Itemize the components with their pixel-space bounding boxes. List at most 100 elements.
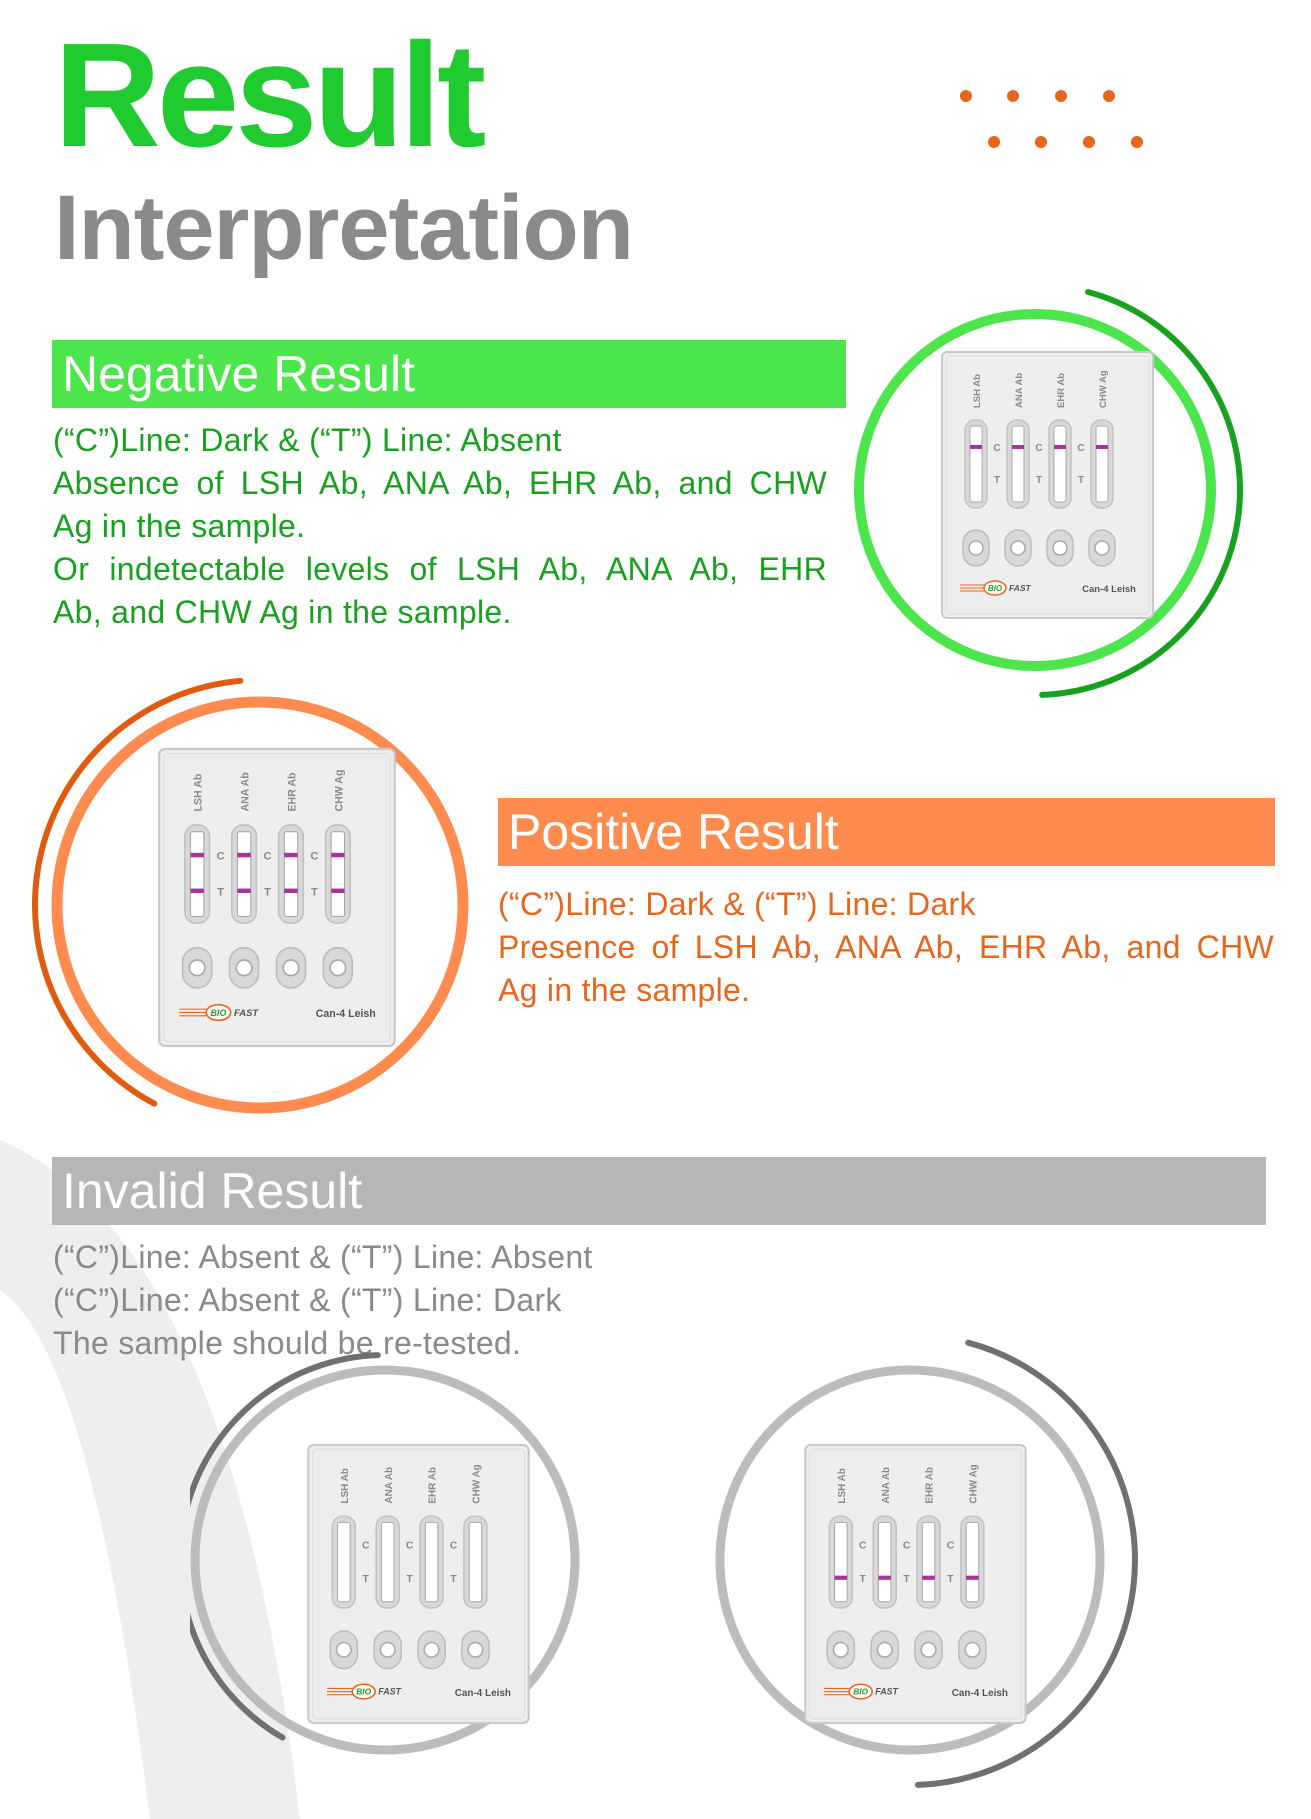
test-label: T: [406, 1574, 413, 1585]
channel-label: EHR Ab: [286, 772, 298, 812]
test-strip: [380, 1521, 395, 1603]
dot: [1055, 90, 1067, 102]
test-strip: [189, 831, 205, 918]
svg-text:FAST: FAST: [234, 1008, 259, 1019]
svg-text:BIO: BIO: [210, 1008, 226, 1018]
dot: [1035, 136, 1047, 148]
test-strip: [424, 1521, 439, 1603]
test-strip: [468, 1521, 483, 1603]
biofast-logo: BIO FAST: [179, 1003, 259, 1022]
test-label: T: [450, 1574, 457, 1585]
test-band: [922, 1575, 935, 1580]
svg-text:FAST: FAST: [378, 1687, 402, 1697]
channel-label: EHR Ab: [925, 1467, 936, 1504]
ring-arc: [32, 677, 244, 1107]
ring-circle: [51, 696, 469, 1114]
ring-circle: [190, 1365, 580, 1755]
test-strip: [330, 831, 346, 918]
channel-label: EHR Ab: [428, 1467, 439, 1504]
svg-text:FAST: FAST: [1009, 583, 1032, 593]
invalid-line: (“C”)Line: Absent & (“T”) Line: Absent: [53, 1239, 593, 1275]
test-strip: [969, 425, 983, 503]
control-band: [1096, 445, 1108, 449]
negative-line: Absence of LSH Ab, ANA Ab, EHR Ab, and C…: [53, 465, 827, 501]
ring-arc: [914, 1339, 1138, 1788]
positive-line: (“C”)Line: Dark & (“T”) Line: Dark: [498, 886, 976, 922]
control-label: C: [406, 1540, 414, 1551]
control-band: [1012, 445, 1024, 449]
positive-line: Presence of LSH Ab, ANA Ab, EHR Ab, and …: [498, 929, 1274, 965]
svg-text:BIO: BIO: [988, 584, 1003, 593]
dot: [960, 90, 972, 102]
control-band: [284, 852, 298, 858]
invalid-line: (“C”)Line: Absent & (“T”) Line: Dark: [53, 1282, 562, 1318]
svg-text:BIO: BIO: [356, 1687, 371, 1697]
test-label: T: [994, 475, 1000, 486]
control-band: [331, 852, 345, 858]
channel-label: LSH Ab: [193, 773, 205, 811]
negative-line: Or indetectable levels of LSH Ab, ANA Ab…: [53, 551, 827, 587]
test-label: T: [363, 1574, 370, 1585]
test-strip: [283, 831, 299, 918]
control-label: C: [859, 1540, 867, 1551]
channel-label: CHW Ag: [969, 1464, 980, 1503]
ring-circle: [715, 1365, 1105, 1755]
channel-label: CHW Ag: [1098, 370, 1109, 408]
svg-text:FAST: FAST: [875, 1687, 899, 1697]
dot: [1007, 90, 1019, 102]
test-band: [966, 1575, 979, 1580]
test-strip: [1011, 425, 1025, 503]
positive-line: Ag in the sample.: [498, 972, 751, 1008]
test-label: T: [264, 886, 271, 898]
invalid-line: The sample should be re-tested.: [53, 1325, 522, 1361]
test-band: [834, 1575, 848, 1580]
test-strip: [236, 831, 252, 918]
negative-line: (“C”)Line: Dark & (“T”) Line: Absent: [53, 422, 562, 458]
dot: [1131, 136, 1143, 148]
negative-result-description: (“C”)Line: Dark & (“T”) Line: Absent Abs…: [53, 419, 827, 634]
test-band: [878, 1575, 891, 1580]
control-label: C: [1035, 443, 1042, 454]
test-band: [237, 888, 251, 894]
channel-label: ANA Ab: [881, 1467, 892, 1504]
channel-label: CHW Ag: [472, 1464, 483, 1503]
control-label: C: [450, 1540, 458, 1551]
test-strip: [1053, 425, 1067, 503]
control-label: C: [263, 851, 271, 863]
page-title: Result: [54, 13, 486, 178]
channel-label: LSH Ab: [340, 1468, 351, 1503]
control-band: [237, 852, 251, 858]
control-band: [190, 852, 204, 858]
svg-text:BIO: BIO: [853, 1687, 868, 1697]
test-label: T: [947, 1574, 954, 1585]
product-name: Can-4 Leish: [316, 1008, 376, 1020]
biofast-logo: BIO FAST: [960, 580, 1032, 596]
test-label: T: [1078, 475, 1084, 486]
test-band: [190, 888, 204, 894]
channel-label: ANA Ab: [240, 772, 252, 812]
control-band: [1054, 445, 1066, 449]
control-band: [970, 445, 982, 449]
test-label: T: [903, 1574, 910, 1585]
test-strip: [834, 1521, 848, 1603]
test-strip: [337, 1521, 351, 1603]
test-strip: [921, 1521, 936, 1603]
control-label: C: [947, 1540, 955, 1551]
ring-arc: [190, 1352, 381, 1741]
control-label: C: [903, 1540, 911, 1551]
dot: [1103, 90, 1115, 102]
dot: [1083, 136, 1095, 148]
decorative-dots: [960, 90, 1143, 148]
invalid-ring-illustration-right: [715, 1339, 1138, 1788]
negative-ring-illustration: [854, 288, 1243, 698]
invalid-ring-illustration-left: [190, 1352, 580, 1755]
product-name: Can-4 Leish: [455, 1688, 511, 1699]
control-label: C: [1077, 443, 1084, 454]
channel-label: CHW Ag: [333, 770, 345, 812]
test-label: T: [860, 1574, 867, 1585]
negative-line: Ag in the sample.: [53, 508, 306, 544]
